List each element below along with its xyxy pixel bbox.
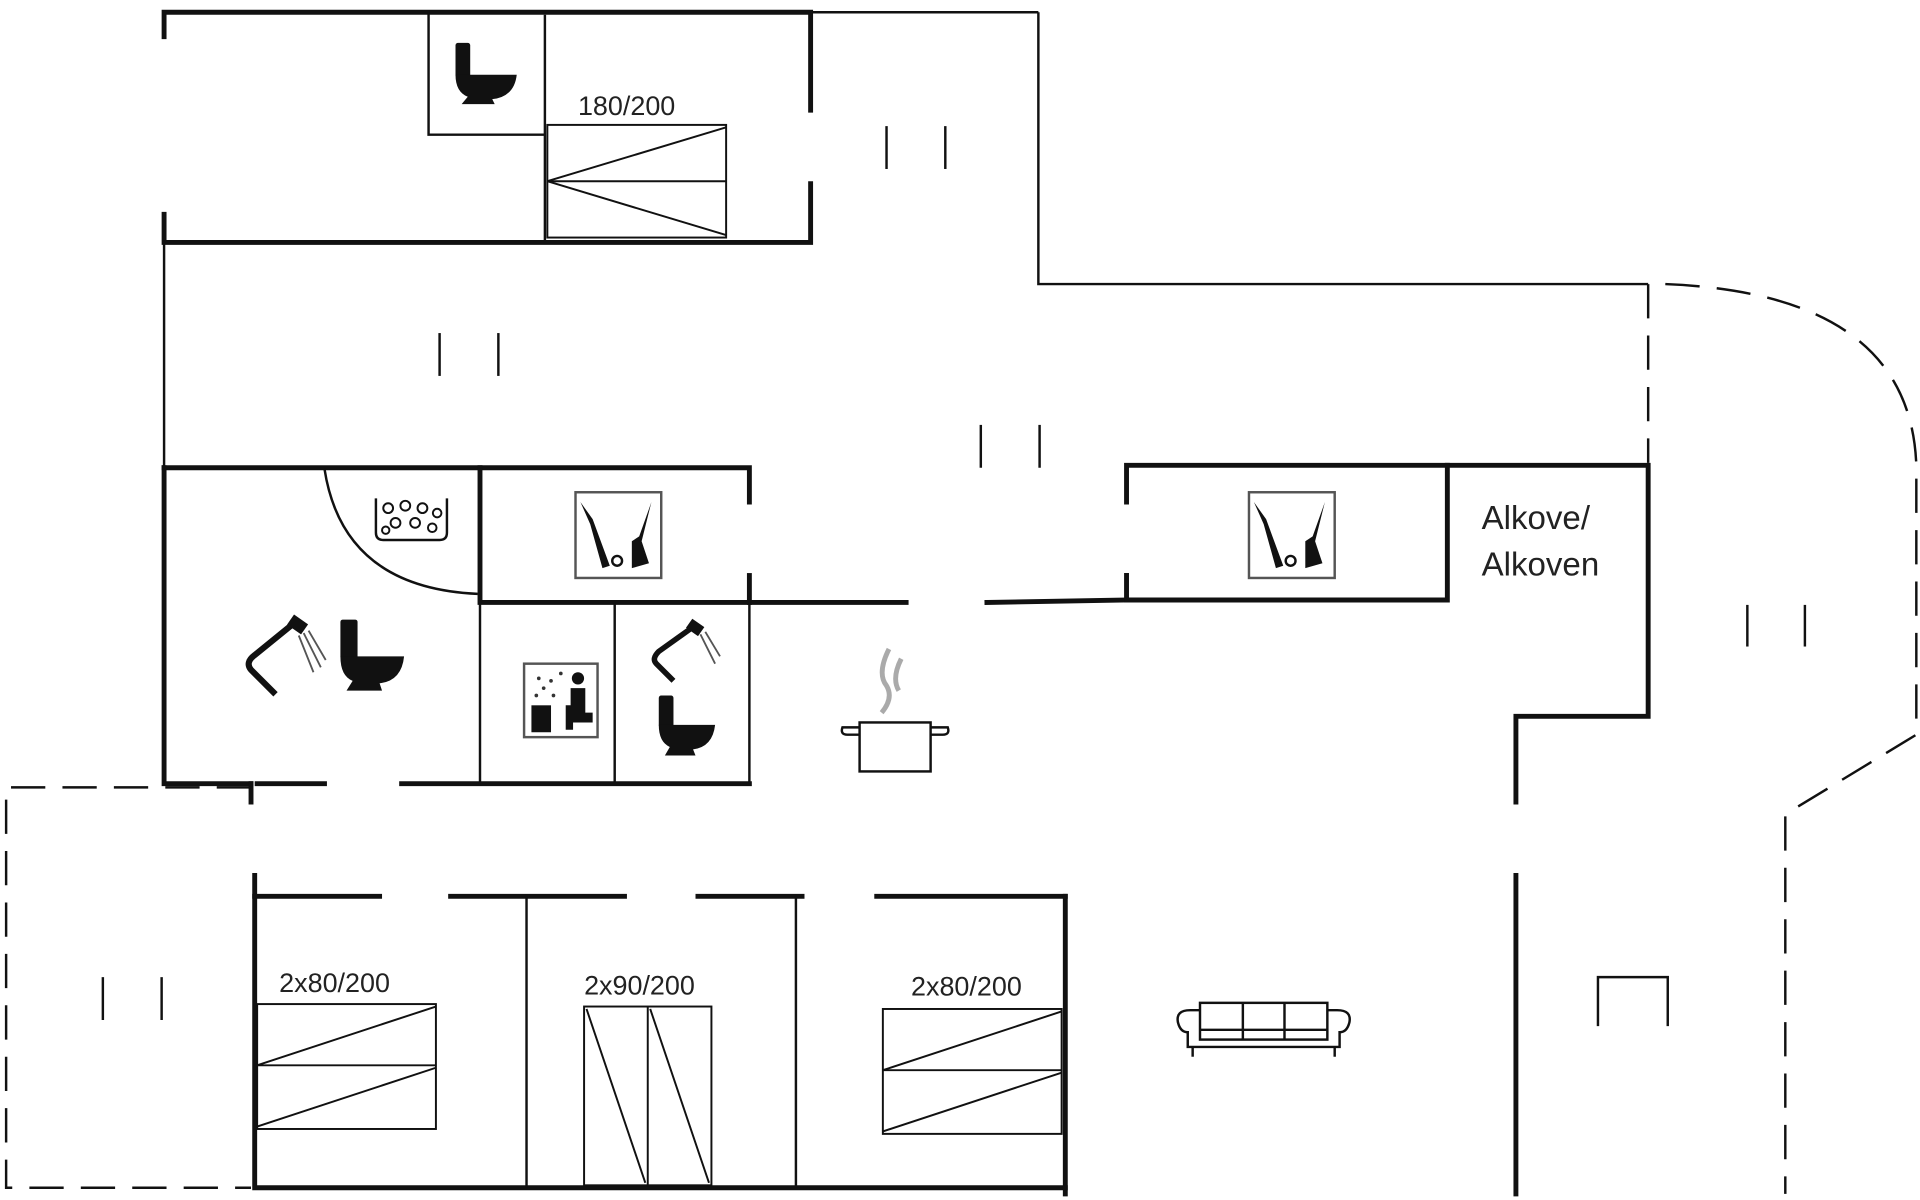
- toilet-icon: [658, 695, 716, 756]
- washing-machine-icon: [574, 491, 663, 580]
- bed-180-200: 180/200: [546, 91, 728, 239]
- bed-right: 2x80/200: [881, 972, 1063, 1135]
- toilet-icon: [455, 42, 517, 105]
- sauna-icon: [522, 662, 599, 739]
- alcove-label-2: Alkoven: [1482, 547, 1600, 584]
- bed-label: 2x80/200: [911, 972, 1022, 1002]
- toilet-icon: [340, 619, 405, 691]
- cooking-pot-icon: [840, 647, 950, 773]
- bed-left: 2x80/200: [256, 968, 437, 1130]
- bed-middle: 2x90/200: [583, 970, 713, 1187]
- sofa-icon: [1176, 1001, 1351, 1057]
- fireplace-icon: [1596, 975, 1669, 1027]
- bed-label: 180/200: [578, 91, 675, 121]
- bed-label: 2x80/200: [279, 968, 390, 998]
- walls: [4, 9, 1918, 1197]
- washing-machine-icon: [1247, 491, 1336, 580]
- window-icon: [101, 126, 1807, 1020]
- shower-icon: [245, 614, 327, 697]
- alcove-label: Alkove/: [1482, 500, 1591, 537]
- shower-icon: [651, 618, 721, 683]
- whirlpool-icon: [374, 498, 449, 542]
- bed-label: 2x90/200: [584, 970, 695, 1000]
